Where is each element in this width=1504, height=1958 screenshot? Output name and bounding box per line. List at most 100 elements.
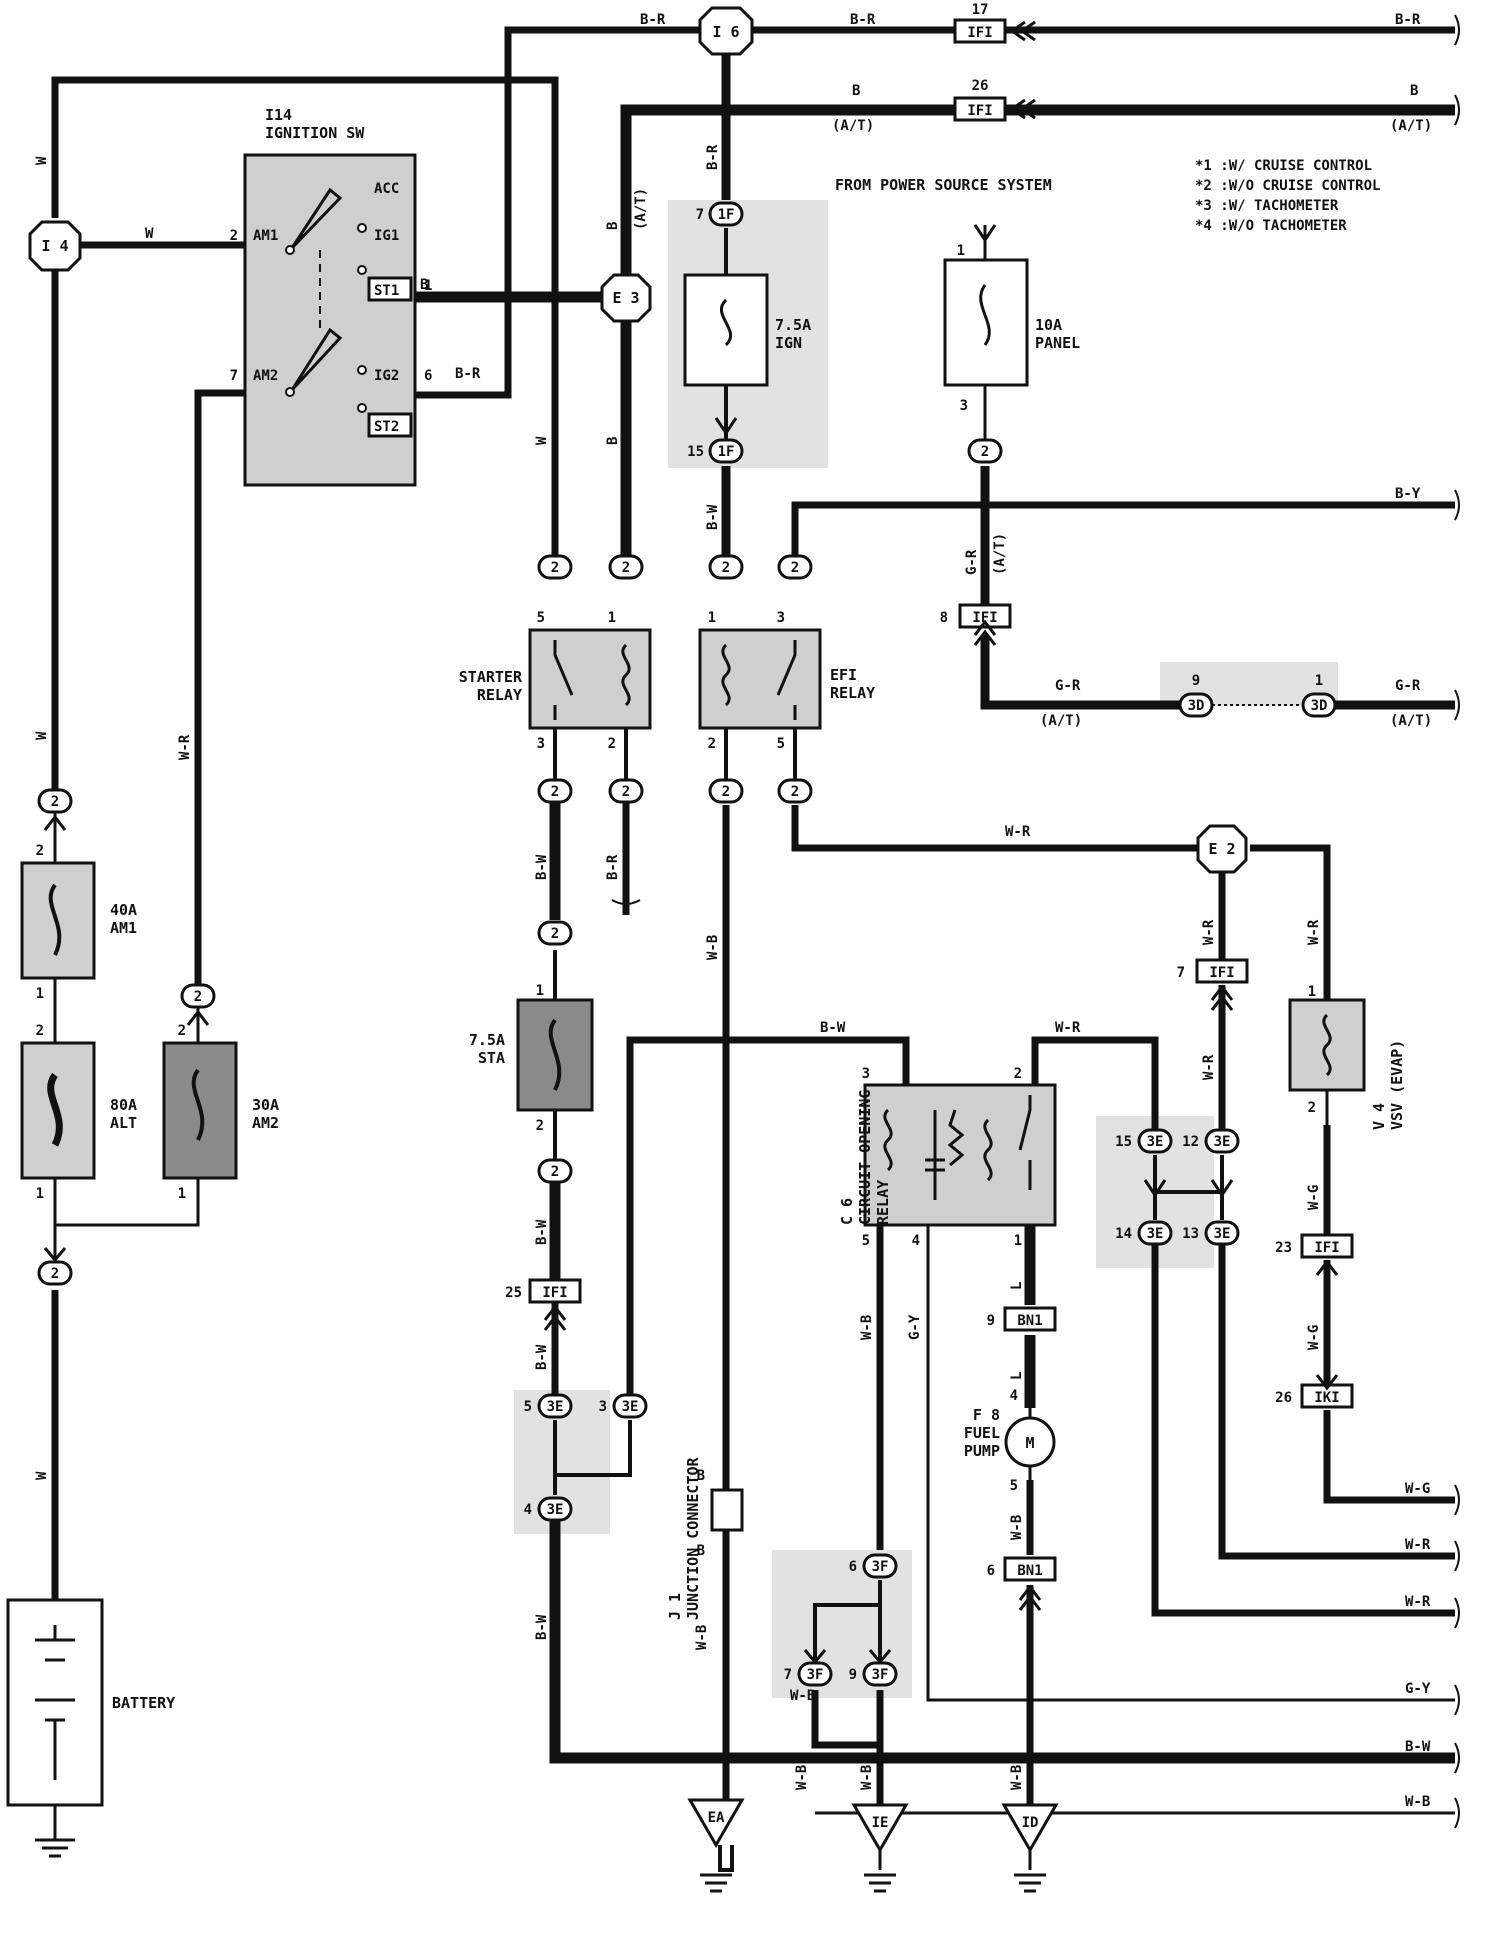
power-source-label: FROM POWER SOURCE SYSTEM — [835, 176, 1052, 194]
svg-text:13: 13 — [1182, 1226, 1199, 1242]
ground-ie: IE — [851, 1803, 909, 1893]
svg-text:B: B — [697, 1543, 705, 1559]
svg-text:IG1: IG1 — [374, 228, 399, 244]
connector-3d-1: 3D 1 — [1301, 673, 1337, 718]
junction-e3: E 3 — [600, 273, 652, 323]
svg-text:AM1: AM1 — [110, 919, 137, 937]
svg-text:W-R: W-R — [1405, 1594, 1431, 1610]
svg-text:1: 1 — [708, 610, 716, 626]
svg-text:2: 2 — [981, 444, 989, 460]
svg-text:W: W — [34, 156, 50, 165]
svg-text:AM2: AM2 — [252, 1114, 279, 1132]
svg-text:1F: 1F — [718, 207, 735, 223]
svg-text:2: 2 — [36, 843, 44, 859]
svg-text:STA: STA — [478, 1049, 505, 1067]
connector-2-efi-out-5: 2 — [777, 778, 813, 804]
connector-2-am1: 2 — [37, 788, 73, 814]
starter-relay: STARTER RELAY 5 1 3 2 — [459, 610, 652, 752]
svg-text:G-Y: G-Y — [1405, 1681, 1431, 1697]
svg-text:2: 2 — [1308, 1100, 1316, 1116]
svg-text:B: B — [697, 1468, 705, 1484]
svg-text:2: 2 — [51, 1266, 59, 1282]
svg-text:W-R: W-R — [177, 734, 193, 760]
svg-text:AM2: AM2 — [253, 368, 278, 384]
svg-text:PUMP: PUMP — [964, 1442, 1000, 1460]
svg-text:2: 2 — [551, 560, 559, 576]
connector-3e-5: 3E5 — [524, 1393, 573, 1419]
svg-text:(A/T): (A/T) — [633, 188, 649, 230]
svg-text:1F: 1F — [718, 444, 735, 460]
connector-2-efi-in-bw: 2 — [708, 554, 744, 580]
svg-text:G-R: G-R — [964, 549, 980, 575]
svg-text:(A/T): (A/T) — [1390, 713, 1432, 729]
svg-text:2: 2 — [178, 1023, 186, 1039]
notes: *1 :W/ CRUISE CONTROL *2 :W/O CRUISE CON… — [1195, 158, 1380, 234]
svg-text:17: 17 — [972, 2, 989, 18]
fuel-pump: M F 8 FUEL PUMP 4 5 — [964, 1388, 1056, 1494]
svg-text:15: 15 — [687, 444, 704, 460]
svg-text:5: 5 — [524, 1399, 532, 1415]
svg-text:3D: 3D — [1188, 698, 1205, 714]
svg-text:VSV (EVAP): VSV (EVAP) — [1388, 1040, 1406, 1130]
fuse-am1: 40A AM1 2 1 — [20, 843, 137, 1002]
svg-text:3E: 3E — [622, 1399, 639, 1415]
svg-text:*3 :W/ TACHOMETER: *3 :W/ TACHOMETER — [1195, 198, 1339, 214]
svg-text:1: 1 — [536, 983, 544, 999]
svg-text:B: B — [605, 222, 621, 230]
svg-text:BN1: BN1 — [1017, 1563, 1042, 1579]
efi-relay: EFI RELAY 1 3 2 5 — [698, 610, 875, 752]
svg-text:2: 2 — [51, 794, 59, 810]
svg-text:3: 3 — [960, 398, 968, 414]
svg-text:2: 2 — [708, 736, 716, 752]
svg-text:1: 1 — [424, 278, 432, 294]
ground-id: ID — [1001, 1803, 1059, 1893]
svg-text:ST1: ST1 — [374, 283, 399, 299]
svg-text:W-B: W-B — [794, 1765, 810, 1790]
connector-3f-7: 3F7 — [784, 1661, 833, 1687]
svg-text:B-W: B-W — [820, 1020, 846, 1036]
svg-text:26: 26 — [972, 78, 989, 94]
connector-3d-9: 3D 9 — [1178, 673, 1214, 718]
wire-labels: B-R B-R B-R B (A/T) B (A/T) B B-R W W W … — [34, 12, 1432, 1810]
svg-text:L: L — [1009, 1372, 1025, 1380]
connector-3e-4: 3E4 — [524, 1496, 573, 1522]
svg-text:B-R: B-R — [1395, 12, 1421, 28]
svg-text:30A: 30A — [252, 1096, 279, 1114]
svg-text:1: 1 — [957, 243, 965, 259]
ignition-switch: I14 IGNITION SW ACC IG1 ST1 AM1 AM2 IG2 … — [230, 106, 432, 487]
svg-text:EFI: EFI — [830, 666, 857, 684]
fuse-am2: 30A AM2 2 1 — [162, 1023, 279, 1202]
svg-text:7.5A: 7.5A — [775, 316, 811, 334]
svg-text:4: 4 — [1010, 1388, 1018, 1404]
connector-3f-6: 3F6 — [849, 1553, 898, 1579]
svg-text:B-W: B-W — [534, 854, 550, 880]
svg-text:M: M — [1025, 1434, 1034, 1452]
arrow-marks — [43, 224, 1339, 1665]
junction-e2: E 2 — [1196, 824, 1248, 874]
svg-text:ID: ID — [1022, 1815, 1039, 1831]
connector-2-sta-in: 2 — [537, 920, 573, 946]
svg-text:(A/T): (A/T) — [1390, 118, 1432, 134]
svg-text:26: 26 — [1275, 1390, 1292, 1406]
connector-2-am2: 2 — [180, 983, 216, 1009]
svg-text:W: W — [34, 1471, 50, 1480]
svg-text:C 6: C 6 — [838, 1198, 856, 1225]
svg-text:2: 2 — [36, 1023, 44, 1039]
svg-text:W-B: W-B — [705, 935, 721, 960]
svg-text:3: 3 — [599, 1399, 607, 1415]
svg-text:IKI: IKI — [1314, 1390, 1339, 1406]
svg-text:AM1: AM1 — [253, 228, 278, 244]
svg-text:7.5A: 7.5A — [469, 1031, 505, 1049]
svg-text:STARTER: STARTER — [459, 668, 523, 686]
fuse-alt: 80A ALT 2 1 — [20, 1023, 137, 1202]
fuse-sta: 7.5A STA 1 2 — [469, 983, 594, 1134]
svg-text:B-R: B-R — [705, 144, 721, 170]
svg-text:3D: 3D — [1311, 698, 1328, 714]
connector-1f-15: 1F 15 — [687, 438, 744, 464]
svg-text:B-W: B-W — [534, 1219, 550, 1245]
wire-ends — [611, 14, 1460, 1829]
svg-text:ST2: ST2 — [374, 419, 399, 435]
svg-text:3E: 3E — [1214, 1134, 1231, 1150]
